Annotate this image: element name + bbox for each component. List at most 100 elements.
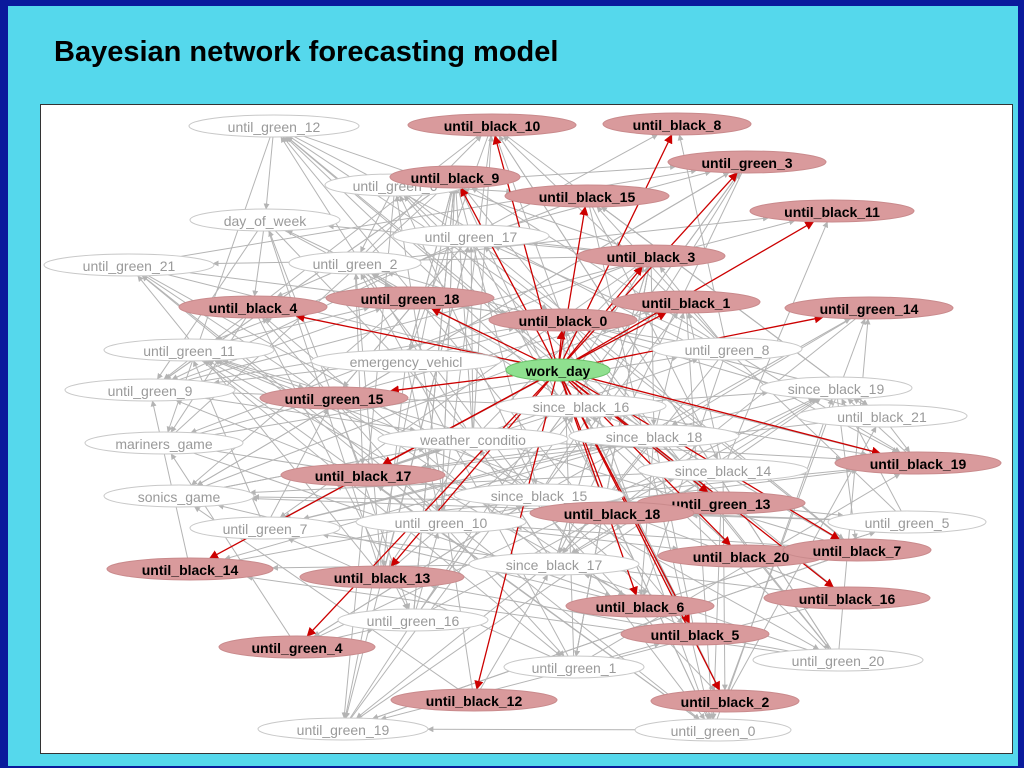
edge-until_green_21-to-until_green_3 — [181, 168, 697, 257]
node-until-black-9[interactable]: until_black_9 — [389, 165, 521, 189]
node-until-green-12[interactable]: until_green_12 — [188, 114, 360, 138]
node-since-black-15[interactable]: since_black_15 — [453, 483, 625, 507]
node-ellipse — [529, 501, 695, 525]
node-since-black-17[interactable]: since_black_17 — [468, 552, 640, 576]
node-until-black-14[interactable]: until_black_14 — [106, 557, 274, 581]
edge-until_green_5-to-until_black_18 — [691, 512, 830, 521]
node-label: until_black_14 — [142, 562, 239, 578]
edge-until_black_7-to-until_green_10 — [515, 524, 790, 546]
node-until-green-3[interactable]: until_green_3 — [667, 150, 827, 174]
node-until-black-3[interactable]: until_black_3 — [576, 244, 726, 268]
node-until-black-7[interactable]: until_black_7 — [782, 538, 932, 562]
node-sonics-game[interactable]: sonics_game — [103, 484, 255, 508]
edge-work_day-to-until_black_12 — [474, 380, 556, 690]
edge-until_green_7-to-until_green_15 — [270, 408, 329, 518]
node-until-green-11[interactable]: until_green_11 — [103, 338, 275, 362]
node-ellipse — [103, 484, 255, 508]
node-mariners-game[interactable]: mariners_game — [84, 431, 244, 455]
node-until-black-11[interactable]: until_black_11 — [749, 199, 915, 223]
node-until-black-0[interactable]: until_black_0 — [488, 308, 638, 332]
edge-until_green_13-to-until_green_5 — [787, 509, 844, 518]
node-until-black-19[interactable]: until_black_19 — [834, 451, 1002, 475]
node-label: until_green_20 — [792, 653, 885, 669]
node-until-green-16[interactable]: until_green_16 — [337, 608, 489, 632]
node-label: until_black_10 — [444, 118, 541, 134]
slide-background: Bayesian network forecasting model until… — [8, 6, 1018, 766]
node-work-day[interactable]: work_day — [505, 358, 611, 382]
node-until-green-2[interactable]: until_green_2 — [288, 251, 422, 275]
node-label: until_black_11 — [784, 204, 880, 220]
node-since-black-18[interactable]: since_black_18 — [568, 424, 740, 448]
node-label: until_green_13 — [672, 496, 771, 512]
node-until-black-4[interactable]: until_black_4 — [178, 295, 328, 319]
edge-weather_conditio-to-until_green_17 — [468, 246, 475, 429]
node-ellipse — [495, 394, 667, 418]
node-ellipse — [503, 655, 645, 679]
edge-until_green_4-to-mariners_game — [170, 453, 291, 637]
node-until-green-4[interactable]: until_green_4 — [218, 635, 376, 659]
edge-until_green_12-to-until_black_0 — [289, 136, 548, 310]
node-weather-conditio[interactable]: weather_conditio — [377, 427, 569, 451]
node-until-green-14[interactable]: until_green_14 — [784, 296, 954, 320]
node-until-black-12[interactable]: until_black_12 — [390, 688, 558, 712]
node-ellipse — [392, 224, 550, 248]
node-emergency-vehicl[interactable]: emergency_vehicl — [310, 349, 502, 373]
node-until-black-15[interactable]: until_black_15 — [504, 184, 670, 208]
node-until-black-16[interactable]: until_black_16 — [763, 586, 931, 610]
node-until-green-0[interactable]: until_green_0 — [634, 718, 792, 742]
node-until-black-20[interactable]: until_black_20 — [657, 544, 825, 568]
node-label: until_black_5 — [651, 627, 740, 643]
node-ellipse — [390, 688, 558, 712]
edge-until_black_5-to-until_green_12 — [282, 136, 687, 624]
node-until-black-13[interactable]: until_black_13 — [299, 565, 465, 589]
node-ellipse — [576, 244, 726, 268]
node-until-green-20[interactable]: until_green_20 — [752, 648, 924, 672]
node-ellipse — [377, 427, 569, 451]
node-ellipse — [257, 717, 429, 741]
node-until-green-7[interactable]: until_green_7 — [189, 516, 341, 540]
node-until-black-5[interactable]: until_black_5 — [620, 622, 770, 646]
node-until-green-8[interactable]: until_green_8 — [651, 337, 803, 361]
node-until-green-10[interactable]: until_green_10 — [355, 510, 527, 534]
node-since-black-16[interactable]: since_black_16 — [495, 394, 667, 418]
node-until-green-9[interactable]: until_green_9 — [64, 378, 236, 402]
node-ellipse — [189, 516, 341, 540]
node-label: sonics_game — [138, 489, 221, 505]
edge-since_black_18-to-until_black_17 — [420, 443, 596, 470]
node-until-green-21[interactable]: until_green_21 — [43, 253, 215, 277]
node-until-black-2[interactable]: until_black_2 — [650, 689, 800, 713]
node-until-green-17[interactable]: until_green_17 — [392, 224, 550, 248]
node-ellipse — [763, 586, 931, 610]
edge-until_green_1-to-until_black_5 — [608, 642, 661, 658]
node-until-black-8[interactable]: until_black_8 — [602, 112, 752, 136]
node-until-black-6[interactable]: until_black_6 — [565, 594, 715, 618]
node-ellipse — [178, 295, 328, 319]
node-until-green-1[interactable]: until_green_1 — [503, 655, 645, 679]
node-since-black-19[interactable]: since_black_19 — [759, 376, 913, 400]
edge-until_black_1-to-until_green_0 — [686, 312, 715, 720]
edge-until_black_10-to-until_black_21 — [506, 135, 868, 406]
node-label: weather_conditio — [419, 432, 526, 448]
node-day-of-week[interactable]: day_of_week — [189, 208, 341, 232]
edge-weather_conditio-to-until_black_19 — [559, 443, 842, 462]
node-ellipse — [504, 184, 670, 208]
node-until-green-15[interactable]: until_green_15 — [259, 386, 409, 410]
node-label: until_green_14 — [820, 301, 919, 317]
edge-until_green_8-to-until_black_19 — [744, 359, 901, 453]
node-until-green-18[interactable]: until_green_18 — [325, 286, 495, 310]
node-until-black-10[interactable]: until_black_10 — [407, 113, 577, 137]
node-until-black-17[interactable]: until_black_17 — [280, 463, 446, 487]
edge-until_green_8-to-until_black_15 — [596, 206, 718, 339]
node-until-green-19[interactable]: until_green_19 — [257, 717, 429, 741]
node-label: until_black_6 — [596, 599, 685, 615]
node-until-black-21[interactable]: until_black_21 — [796, 404, 968, 428]
edge-until_black_3-to-until_green_1 — [574, 266, 650, 657]
node-until-green-5[interactable]: until_green_5 — [827, 510, 987, 534]
node-until-black-18[interactable]: until_black_18 — [529, 501, 695, 525]
node-until-black-1[interactable]: until_black_1 — [611, 290, 761, 314]
edge-until_green_0-to-until_black_18 — [616, 523, 709, 720]
node-since-black-14[interactable]: since_black_14 — [637, 458, 809, 482]
node-label: until_green_8 — [685, 342, 770, 358]
node-ellipse — [288, 251, 422, 275]
edge-until_green_16-to-until_green_3 — [420, 172, 740, 610]
